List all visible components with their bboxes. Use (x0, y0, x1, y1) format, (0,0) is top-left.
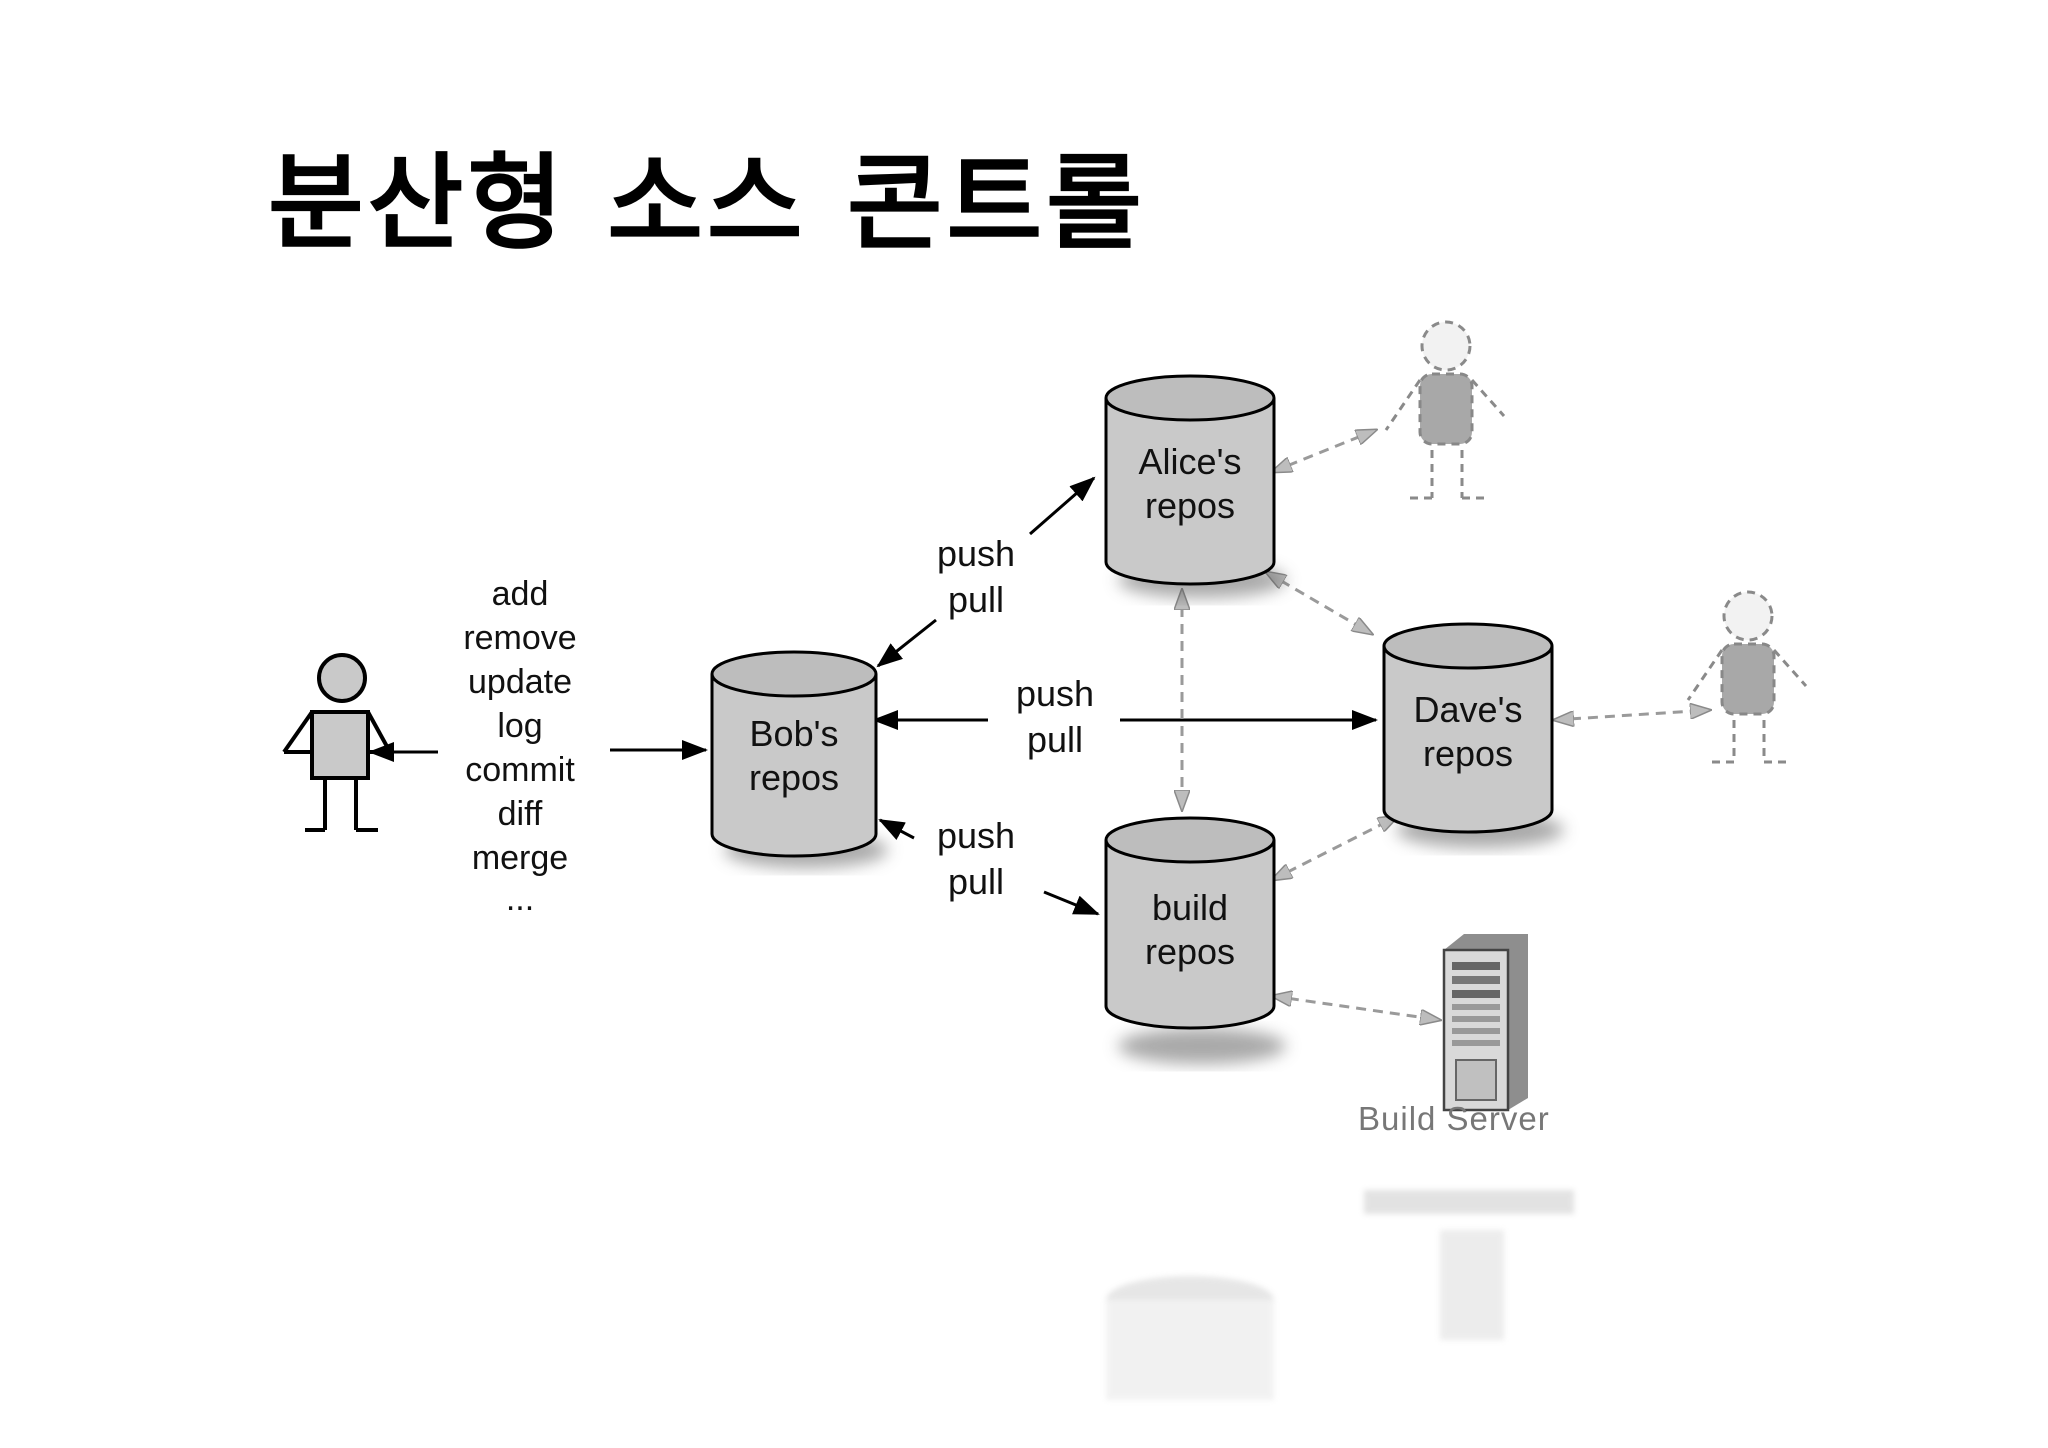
arrow-bob-to-alice (1029, 476, 1096, 536)
push-label: push (937, 815, 1015, 856)
repo-name: Dave's (1414, 689, 1523, 730)
repo-name: Bob's (750, 713, 839, 754)
link-build-server (1272, 996, 1440, 1020)
alice-repository: Alice's repos (1104, 374, 1286, 598)
person-icon (282, 653, 392, 832)
repo-name: build (1152, 887, 1228, 928)
link-alice-ghost (1272, 430, 1376, 472)
command-list: add remove update log commit diff merge … (463, 575, 576, 918)
page-title: 분산형 소스 콘트롤 (268, 142, 1146, 264)
arrow-build-to-bob (878, 818, 915, 841)
build-repository: build repos (1104, 816, 1286, 1064)
command-label: log (497, 707, 542, 745)
server-icon (1442, 934, 1528, 1112)
command-label: ... (506, 880, 534, 918)
ghost-person-icon (1686, 590, 1808, 764)
bob-repository: Bob's repos (710, 650, 888, 868)
reflection (1106, 1190, 1574, 1400)
repo-name: Alice's (1139, 441, 1242, 482)
command-label: remove (463, 619, 576, 657)
command-label: commit (465, 751, 575, 789)
pull-label: pull (948, 579, 1004, 620)
arrow-alice-to-bob (876, 618, 937, 668)
repo-label: repos (749, 757, 839, 798)
repo-label: repos (1423, 733, 1513, 774)
command-label: add (492, 575, 549, 613)
push-label: push (1016, 673, 1094, 714)
repo-label: repos (1145, 485, 1235, 526)
link-build-dave (1272, 816, 1398, 880)
dave-repository: Dave's repos (1382, 622, 1564, 848)
ghost-person-icon (1384, 320, 1506, 500)
pull-label: pull (1027, 719, 1083, 760)
server-label: Build Server (1358, 1100, 1550, 1137)
push-label: push (937, 533, 1015, 574)
repo-label: repos (1145, 931, 1235, 972)
command-label: merge (472, 839, 568, 877)
pull-label: pull (948, 861, 1004, 902)
command-label: diff (498, 795, 543, 833)
link-dave-ghost (1554, 710, 1710, 720)
command-label: update (468, 663, 572, 701)
arrow-bob-to-build (1043, 890, 1100, 916)
